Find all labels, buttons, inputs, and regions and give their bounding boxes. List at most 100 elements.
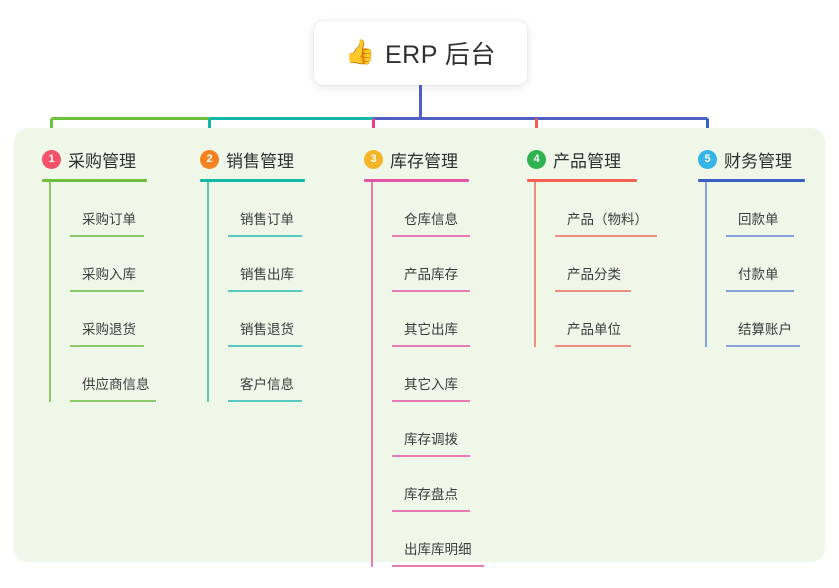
leaf-underline [392,290,470,292]
branch-underline [698,179,805,182]
leaf-label: 产品（物料） [567,212,648,227]
leaf-item[interactable]: 客户信息 [228,347,305,402]
branch-header-3[interactable]: 3 库存管理 [364,146,469,172]
branch-number-badge: 4 [527,149,546,169]
branch-number-badge: 1 [42,149,61,169]
branch-column-1: 1 采购管理采购订单采购入库采购退货供应商信息 [42,146,156,402]
leaf-label: 销售订单 [240,212,294,227]
leaf-underline [392,455,470,457]
leaf-underline [70,400,156,402]
branch-column-5: 5 财务管理回款单付款单结算账户 [698,146,805,347]
leaf-item[interactable]: 出库库明细 [392,512,484,567]
leaf-label: 其它出库 [404,322,458,337]
leaf-item[interactable]: 产品库存 [392,237,470,292]
leaf-item[interactable]: 采购订单 [70,182,147,237]
leaf-label: 供应商信息 [82,377,150,392]
leaf-label: 产品单位 [567,322,621,337]
leaf-underline [392,345,470,347]
leaf-underline [726,290,794,292]
leaf-item[interactable]: 产品单位 [555,292,637,347]
leaf-item[interactable]: 其它出库 [392,292,470,347]
thumbs-up-icon: 👍 [345,39,375,66]
branch-title: 库存管理 [390,151,458,171]
leaf-underline [392,235,470,237]
branch-title: 产品管理 [553,151,621,171]
leaf-underline [392,510,470,512]
leaf-label: 采购入库 [82,267,136,282]
branch-underline [527,179,637,182]
leaf-item[interactable]: 销售退货 [228,292,305,347]
leaf-label: 产品分类 [567,267,621,282]
branch-items: 采购订单采购入库采购退货供应商信息 [49,182,156,402]
leaf-item[interactable]: 结算账户 [726,292,805,347]
leaf-underline [228,290,302,292]
branch-items: 回款单付款单结算账户 [705,182,805,347]
branch-number-badge: 5 [698,149,717,169]
leaf-label: 采购订单 [82,212,136,227]
branch-column-3: 3 库存管理仓库信息产品库存其它出库其它入库库存调拨库存盘点出库库明细 [364,146,484,567]
branch-title: 采购管理 [68,151,136,171]
leaf-item[interactable]: 库存盘点 [392,457,470,512]
leaf-item[interactable]: 仓库信息 [392,182,470,237]
branch-spine [49,182,51,402]
leaf-label: 仓库信息 [404,212,458,227]
leaf-item[interactable]: 产品（物料） [555,182,657,237]
leaf-underline [228,400,302,402]
leaf-underline [392,400,470,402]
leaf-item[interactable]: 销售订单 [228,182,305,237]
branch-number-badge: 2 [200,149,219,169]
leaf-underline [70,235,144,237]
leaf-item[interactable]: 采购入库 [70,237,147,292]
leaf-label: 销售出库 [240,267,294,282]
branch-header-1[interactable]: 1 采购管理 [42,146,147,172]
branch-spine [207,182,209,402]
leaf-item[interactable]: 销售出库 [228,237,305,292]
leaf-label: 回款单 [738,212,779,227]
branch-items: 销售订单销售出库销售退货客户信息 [207,182,305,402]
branch-underline [42,179,147,182]
leaf-underline [70,290,144,292]
leaf-label: 销售退货 [240,322,294,337]
leaf-underline [392,565,484,567]
leaf-label: 产品库存 [404,267,458,282]
branch-column-4: 4 产品管理产品（物料） 产品分类产品单位 [527,146,657,347]
leaf-label: 结算账户 [738,322,792,337]
branch-items: 产品（物料） 产品分类产品单位 [534,182,657,347]
leaf-underline [726,345,800,347]
leaf-label: 其它入库 [404,377,458,392]
leaf-item[interactable]: 库存调拨 [392,402,470,457]
leaf-label: 库存调拨 [404,432,458,447]
root-node[interactable]: 👍 ERP 后台 [314,21,527,85]
branch-header-2[interactable]: 2 销售管理 [200,146,305,172]
leaf-item[interactable]: 采购退货 [70,292,147,347]
leaf-underline [228,345,302,347]
leaf-underline [555,345,631,347]
leaf-label: 采购退货 [82,322,136,337]
root-title: ERP 后台 [384,41,496,69]
leaf-underline [726,235,794,237]
leaf-label: 出库库明细 [404,542,472,557]
branch-spine [371,182,373,567]
leaf-item[interactable]: 回款单 [726,182,805,237]
leaf-label: 付款单 [738,267,779,282]
leaf-item[interactable]: 付款单 [726,237,805,292]
leaf-item[interactable]: 产品分类 [555,237,637,292]
leaf-label: 库存盘点 [404,487,458,502]
leaf-underline [555,235,657,237]
branch-underline [200,179,305,182]
leaf-underline [555,290,631,292]
branch-header-4[interactable]: 4 产品管理 [527,146,637,172]
branch-spine [534,182,536,347]
leaf-item[interactable]: 供应商信息 [70,347,156,402]
leaf-label: 客户信息 [240,377,294,392]
branch-number-badge: 3 [364,149,383,169]
branch-underline [364,179,469,182]
branch-title: 销售管理 [226,151,294,171]
leaf-item[interactable]: 其它入库 [392,347,470,402]
leaf-underline [228,235,302,237]
branch-column-2: 2 销售管理销售订单销售出库销售退货客户信息 [200,146,305,402]
branch-title: 财务管理 [724,151,792,171]
branch-items: 仓库信息产品库存其它出库其它入库库存调拨库存盘点出库库明细 [371,182,484,567]
branch-header-5[interactable]: 5 财务管理 [698,146,805,172]
